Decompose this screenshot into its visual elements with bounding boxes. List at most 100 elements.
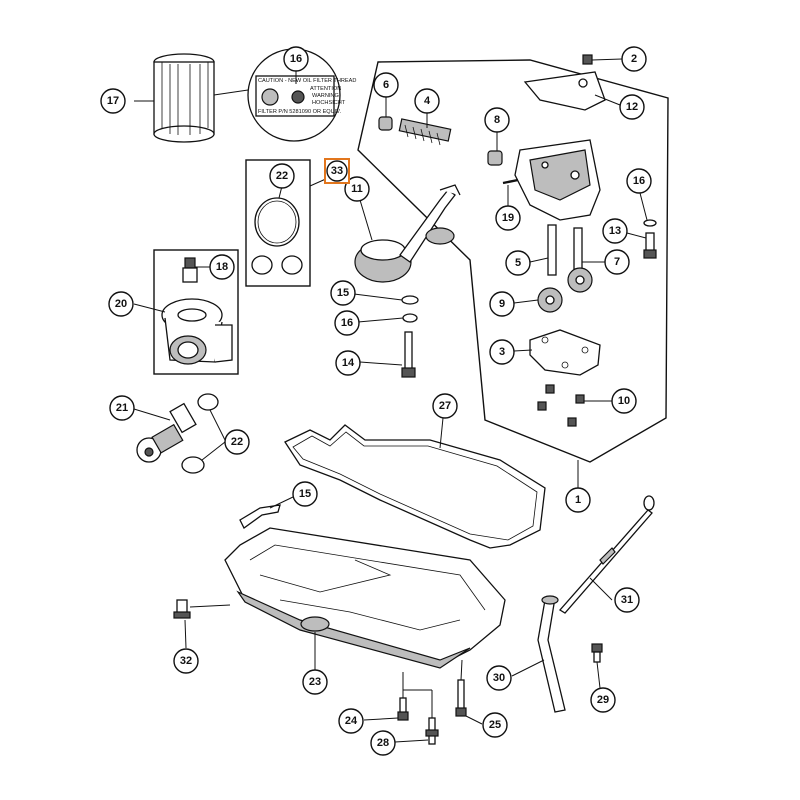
callout-3[interactable]: 3 xyxy=(489,339,515,365)
callout-14[interactable]: 14 xyxy=(335,350,361,376)
svg-text:14: 14 xyxy=(342,357,355,369)
leader-30 xyxy=(511,659,545,677)
svg-text:16: 16 xyxy=(341,317,353,329)
callout-10[interactable]: 10 xyxy=(611,388,637,414)
relief-spring xyxy=(398,118,452,146)
shaft-7 xyxy=(573,227,583,274)
callout-11[interactable]: 11 xyxy=(344,176,370,202)
svg-text:15: 15 xyxy=(337,287,349,299)
pan-seal-15 xyxy=(239,504,281,529)
washer-15 xyxy=(401,295,419,305)
leader-22b-upper xyxy=(209,409,226,441)
callout-27[interactable]: 27 xyxy=(432,393,458,419)
filter-label-line3: WARNING xyxy=(312,93,339,99)
callout-6[interactable]: 6 xyxy=(373,72,399,98)
callout-1[interactable]: 1 xyxy=(565,487,591,513)
leader-3 xyxy=(513,349,533,352)
filter-label-line1: CAUTION - NEW OIL FILTER THREAD xyxy=(258,78,356,84)
callout-5[interactable]: 5 xyxy=(505,250,531,276)
callout-24[interactable]: 24 xyxy=(338,708,364,734)
leader-20 xyxy=(133,303,166,313)
filter-fitting-21 xyxy=(136,402,197,463)
callout-19[interactable]: 19 xyxy=(495,205,521,231)
pin-19 xyxy=(502,178,519,185)
filter-label-line4: HOCHSICHT xyxy=(312,100,346,106)
drain-plug-32 xyxy=(173,599,191,619)
svg-text:32: 32 xyxy=(180,655,192,667)
callout-32[interactable]: 32 xyxy=(173,648,199,674)
callout-17[interactable]: 17 xyxy=(100,88,126,114)
relief-valve-8 xyxy=(487,150,503,166)
callout-25[interactable]: 25 xyxy=(482,712,508,738)
svg-text:10: 10 xyxy=(618,395,630,407)
leader-15b xyxy=(269,496,294,509)
callout-33-highlighted[interactable]: 33 xyxy=(324,158,350,184)
leader-16c xyxy=(639,192,648,221)
callout-4[interactable]: 4 xyxy=(414,88,440,114)
oil-pan-23 xyxy=(224,527,506,669)
leader-25 xyxy=(465,715,483,725)
leader-9 xyxy=(513,299,539,304)
oil-filter-17 xyxy=(153,53,215,143)
callout-16-pickup[interactable]: 16 xyxy=(334,310,360,336)
callout-16-pump[interactable]: 16 xyxy=(626,168,652,194)
svg-text:19: 19 xyxy=(502,212,514,224)
o-ring-small-right xyxy=(281,255,303,275)
callout-15-pickup[interactable]: 15 xyxy=(330,280,356,306)
callout-12[interactable]: 12 xyxy=(619,94,645,120)
callout-18[interactable]: 18 xyxy=(209,254,235,280)
pan-bolt-25 xyxy=(455,679,467,717)
leader-29 xyxy=(596,661,601,689)
callout-15-pan-seal[interactable]: 15 xyxy=(292,481,318,507)
oil-pickup-11 xyxy=(354,184,461,283)
callout-16-filter[interactable]: 16 xyxy=(283,46,309,72)
dipstick-tube-30 xyxy=(537,595,566,713)
filter-adapter-box xyxy=(153,249,239,375)
svg-text:11: 11 xyxy=(351,183,363,195)
svg-text:9: 9 xyxy=(499,298,505,310)
leader-24 xyxy=(363,717,399,721)
callout-30[interactable]: 30 xyxy=(486,665,512,691)
callout-31[interactable]: 31 xyxy=(614,587,640,613)
callout-20[interactable]: 20 xyxy=(108,291,134,317)
filter-label-line5: FILTER P/N 5281090 OR EQUIV. xyxy=(258,109,341,115)
callout-13[interactable]: 13 xyxy=(602,218,628,244)
sensor-29 xyxy=(591,643,603,663)
svg-text:7: 7 xyxy=(614,256,620,268)
leader-13 xyxy=(626,232,647,239)
oil-pan-gasket-27 xyxy=(284,424,546,549)
callout-23[interactable]: 23 xyxy=(302,669,328,695)
callout-29[interactable]: 29 xyxy=(590,687,616,713)
svg-text:22: 22 xyxy=(276,170,288,182)
svg-text:16: 16 xyxy=(290,53,302,65)
svg-text:17: 17 xyxy=(107,95,119,107)
callout-21[interactable]: 21 xyxy=(109,395,135,421)
svg-text:28: 28 xyxy=(377,737,389,749)
callout-2[interactable]: 2 xyxy=(621,46,647,72)
bolt-13-head xyxy=(643,249,657,259)
o-ring-22-upper xyxy=(197,393,219,411)
leader-28 xyxy=(394,739,429,743)
bolt-14 xyxy=(404,331,413,371)
seal-kit-box xyxy=(245,159,311,287)
dipstick-31 xyxy=(558,495,655,614)
svg-text:4: 4 xyxy=(424,95,431,107)
callout-7[interactable]: 7 xyxy=(604,249,630,275)
callout-28[interactable]: 28 xyxy=(370,730,396,756)
svg-text:33: 33 xyxy=(331,165,343,177)
leader-32 xyxy=(184,619,187,649)
callout-22-fitting[interactable]: 22 xyxy=(224,429,250,455)
bolt-14-head xyxy=(401,367,416,378)
svg-text:31: 31 xyxy=(621,594,633,606)
callout-9[interactable]: 9 xyxy=(489,291,515,317)
leader-21 xyxy=(133,408,171,421)
leader-15a xyxy=(353,293,403,301)
svg-text:29: 29 xyxy=(597,694,609,706)
callout-8[interactable]: 8 xyxy=(484,107,510,133)
svg-text:24: 24 xyxy=(345,715,358,727)
callout-22-kit[interactable]: 22 xyxy=(269,163,295,189)
inner-gear-9 xyxy=(537,287,563,313)
svg-text:27: 27 xyxy=(439,400,451,412)
